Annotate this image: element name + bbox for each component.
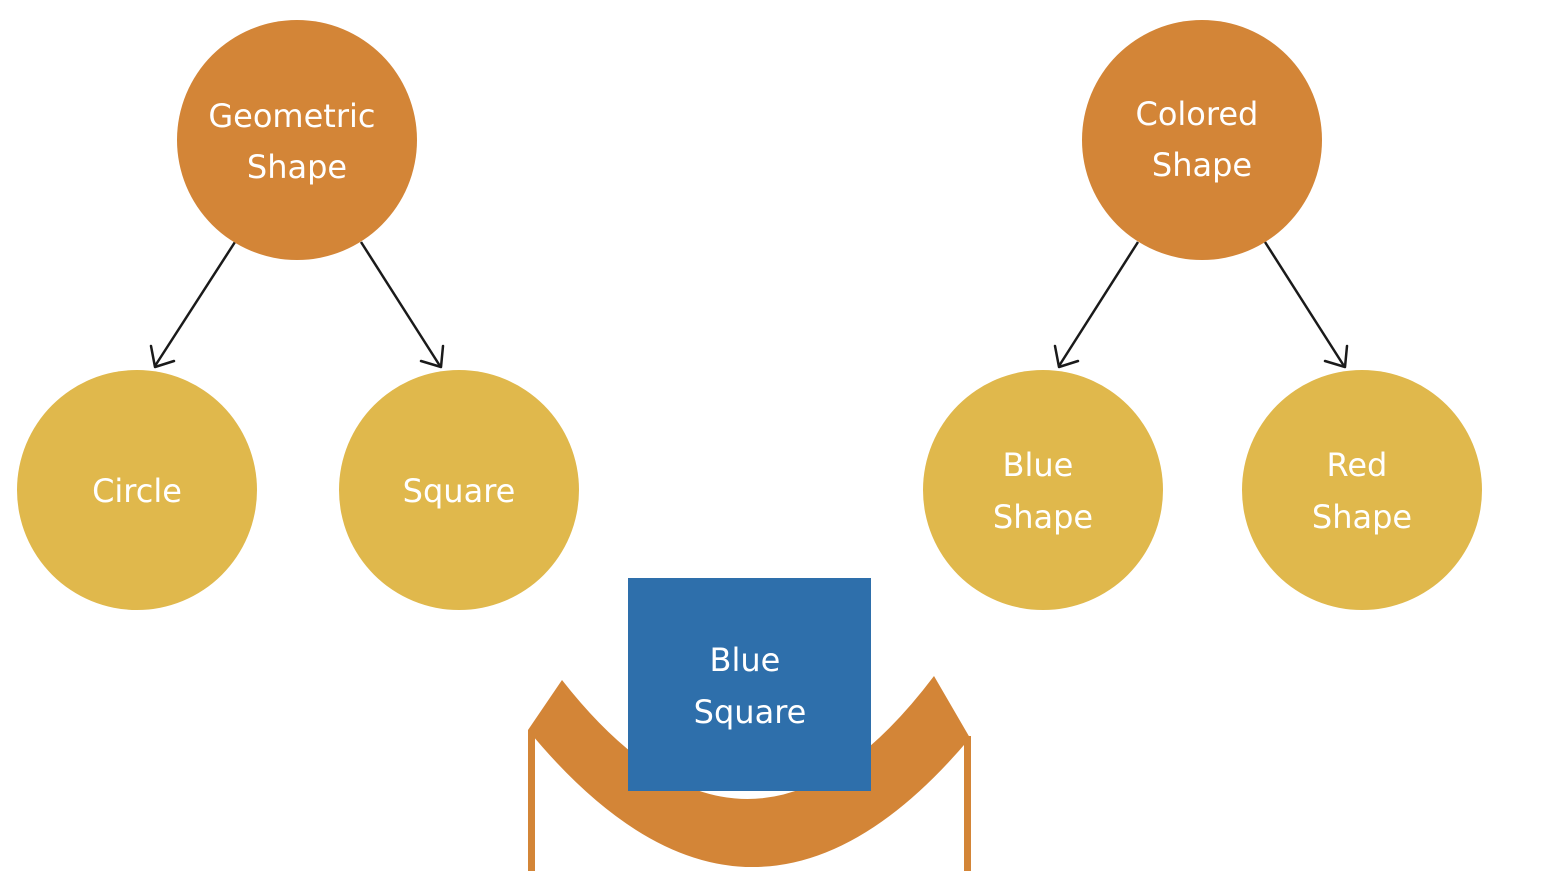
- node-geometric-shape-circle: [177, 20, 417, 260]
- edge-geometric-to-circle: [153, 241, 237, 367]
- holder-post-left: [528, 730, 535, 871]
- node-square-label: Square: [403, 472, 516, 510]
- node-blue-shape-label-line2: Shape: [993, 498, 1093, 536]
- arrowhead-square: [419, 344, 445, 369]
- node-blue-shape-label-line1: Blue: [1003, 446, 1074, 484]
- node-square: Square: [339, 370, 579, 610]
- svg-text:Blue Shape: Blue Shape: [993, 446, 1093, 536]
- node-colored-shape-label-line2: Shape: [1152, 146, 1252, 184]
- svg-text:Blue Square: Blue Square: [694, 641, 807, 731]
- edge-colored-to-blue: [1057, 241, 1140, 367]
- node-blue-shape-circle: [923, 370, 1163, 610]
- node-square-shape: [339, 370, 579, 610]
- node-red-shape-label-line2: Shape: [1312, 498, 1412, 536]
- blue-square-label-line1: Blue: [710, 641, 781, 679]
- holder-post-right: [964, 736, 971, 871]
- node-geometric-shape: Geometric Shape: [177, 20, 417, 260]
- node-blue-shape: Blue Shape: [923, 370, 1163, 610]
- svg-text:Geometric Shape: Geometric Shape: [208, 97, 385, 186]
- node-red-shape-label-line1: Red: [1327, 446, 1388, 484]
- blue-square-box: [628, 578, 871, 791]
- hierarchy-geometric-shape: Geometric Shape Circle Square: [17, 20, 579, 610]
- node-colored-shape: Colored Shape: [1082, 20, 1322, 260]
- node-circle: Circle: [17, 370, 257, 610]
- arrowhead-circle: [149, 344, 176, 369]
- node-geometric-shape-label-line2: Shape: [247, 148, 347, 186]
- node-red-shape: Red Shape: [1242, 370, 1482, 610]
- holder-curve: [528, 676, 970, 868]
- node-geometric-shape-label-line1: Geometric: [208, 97, 375, 135]
- node-red-shape-circle: [1242, 370, 1482, 610]
- svg-text:Colored Shape: Colored Shape: [1135, 95, 1268, 184]
- node-circle-shape: [17, 370, 257, 610]
- combined-blue-square: Blue Square: [528, 578, 971, 871]
- node-colored-shape-circle: [1082, 20, 1322, 260]
- svg-text:Red Shape: Red Shape: [1312, 446, 1412, 536]
- svg-text:Circle: Circle: [92, 472, 182, 510]
- blue-square-label-line2: Square: [694, 693, 807, 731]
- arrowhead-red-shape: [1323, 344, 1349, 369]
- edge-geometric-to-square: [359, 241, 442, 367]
- edge-colored-to-red: [1263, 241, 1346, 367]
- node-colored-shape-label-line1: Colored: [1135, 95, 1258, 133]
- hierarchy-colored-shape: Colored Shape Blue Shape Red Shape: [923, 20, 1482, 610]
- svg-text:Square: Square: [403, 472, 516, 510]
- arrowhead-blue-shape: [1053, 344, 1080, 369]
- node-circle-label: Circle: [92, 472, 182, 510]
